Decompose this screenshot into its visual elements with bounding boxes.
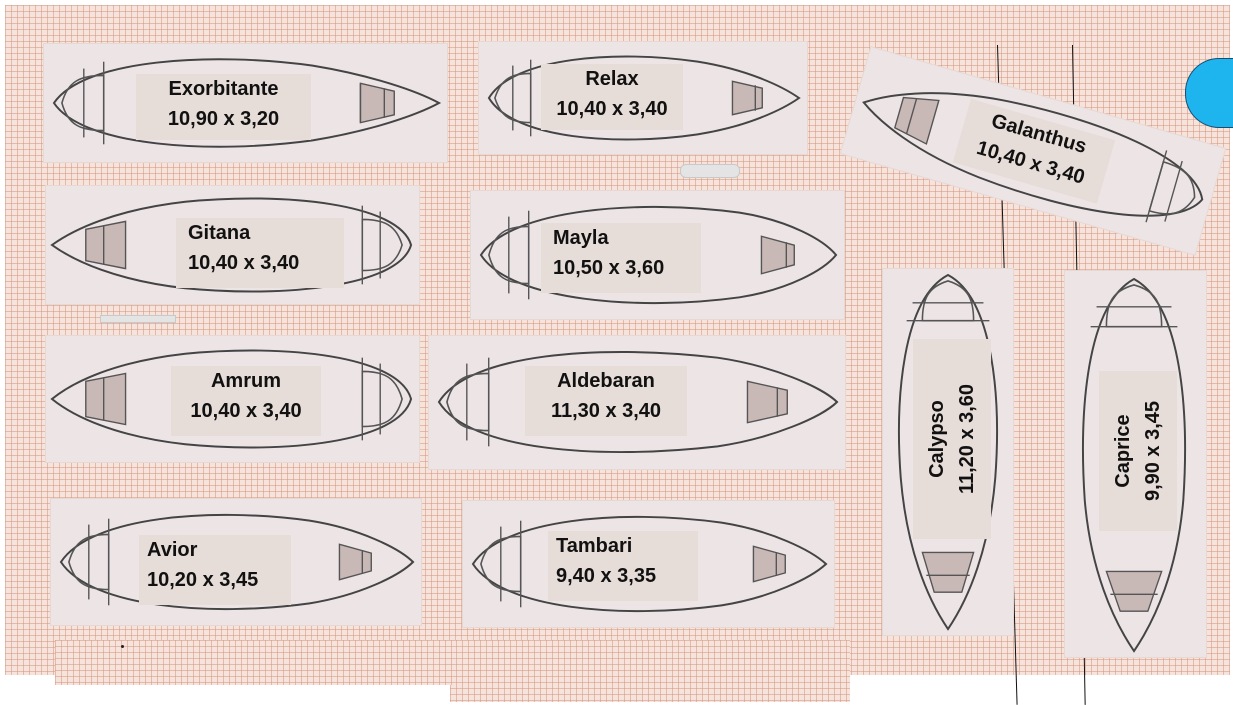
boat-dimensions: 10,40 x 3,40	[190, 400, 302, 422]
boat-card-avior: Avior 10,20 x 3,45	[50, 498, 422, 626]
boat-label: Aldebaran 11,30 x 3,40	[525, 366, 687, 436]
boat-dimensions: 10,20 x 3,45	[147, 569, 259, 591]
boat-label: Avior 10,20 x 3,45	[139, 535, 291, 605]
boat-hull-drawing	[50, 349, 413, 449]
boat-name: Calypso	[926, 400, 948, 478]
boat-name: Relax	[585, 68, 639, 90]
boat-dimensions: 11,20 x 3,60	[956, 383, 978, 495]
boat-card-amrum: Amrum 10,40 x 3,40	[45, 335, 420, 463]
boat-dimensions: 10,50 x 3,60	[553, 257, 665, 279]
boat-card-mayla: Mayla 10,50 x 3,60	[470, 190, 845, 320]
boat-hull-drawing	[479, 205, 838, 305]
boat-card-aldebaran: Aldebaran 11,30 x 3,40	[428, 335, 846, 470]
graph-paper-strip	[55, 640, 455, 685]
boat-hull-drawing	[1082, 277, 1187, 653]
boat-dimensions: 10,40 x 3,40	[556, 98, 668, 120]
boat-label: Gitana 10,40 x 3,40	[176, 218, 344, 288]
boat-card-caprice: Caprice 9,90 x 3,45	[1064, 270, 1207, 658]
boat-dimensions: 11,30 x 3,40	[550, 400, 662, 422]
boat-name: Aldebaran	[557, 370, 655, 392]
boat-name: Amrum	[210, 370, 281, 392]
boat-hull-drawing	[437, 350, 839, 454]
graph-paper-strip	[450, 640, 850, 702]
boat-name: Exorbitante	[168, 78, 279, 100]
boat-dimensions: 9,90 x 3,45	[1142, 400, 1164, 502]
boat-name: Avior	[147, 539, 198, 561]
boat-name: Mayla	[553, 227, 609, 249]
small-scale-bar	[100, 315, 176, 323]
boat-name: Caprice	[1112, 414, 1134, 488]
boat-card-relax: Relax 10,40 x 3,40	[478, 41, 808, 155]
boat-hull-drawing	[487, 55, 801, 141]
boat-hull-drawing	[52, 58, 442, 148]
boat-hull-drawing	[50, 197, 413, 293]
boat-label: Calypso 11,20 x 3,60	[913, 339, 991, 539]
small-boat-shape	[680, 164, 740, 178]
boat-hull-drawing	[59, 513, 415, 611]
boat-card-galanthus: Galanthus 10,40 x 3,40	[839, 46, 1227, 256]
boat-dimensions: 10,40 x 3,40	[188, 252, 300, 274]
boat-hull-drawing	[862, 92, 1204, 223]
boat-label: Caprice 9,90 x 3,45	[1099, 371, 1177, 531]
boat-hull-drawing	[898, 273, 998, 631]
boat-label: Relax 10,40 x 3,40	[541, 64, 683, 130]
boat-name: Tambari	[556, 535, 633, 557]
boat-card-calypso: Calypso 11,20 x 3,60	[882, 268, 1014, 636]
boat-label: Tambari 9,40 x 3,35	[548, 531, 698, 601]
boat-hull-drawing	[471, 515, 828, 613]
boat-dimensions: 10,90 x 3,20	[167, 108, 280, 130]
boat-label: Mayla 10,50 x 3,60	[541, 223, 701, 293]
boat-card-tambari: Tambari 9,40 x 3,35	[462, 500, 835, 628]
boat-label: Exorbitante 10,90 x 3,20	[136, 74, 311, 140]
boat-name: Gitana	[188, 222, 251, 244]
pontoon-marker	[1185, 58, 1233, 128]
boat-card-gitana: Gitana 10,40 x 3,40	[45, 185, 420, 305]
boat-card-exorbitante: Exorbitante 10,90 x 3,20	[43, 43, 448, 163]
boat-dimensions: 9,40 x 3,35	[556, 565, 657, 587]
marker-dot	[121, 645, 124, 648]
boat-label: Amrum 10,40 x 3,40	[171, 366, 321, 436]
